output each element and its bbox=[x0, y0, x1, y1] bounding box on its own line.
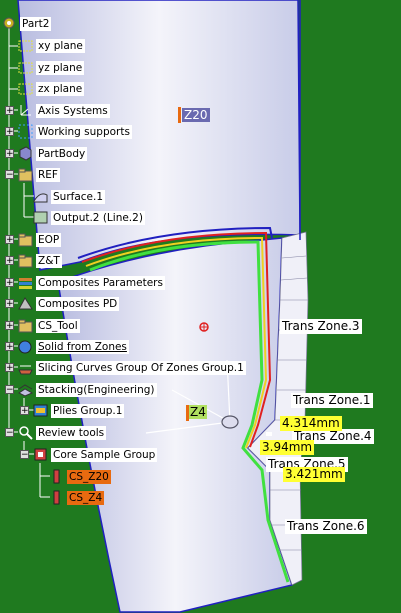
tree-item-slicing-curves-group[interactable]: Slicing Curves Group Of Zones Group.1 bbox=[18, 359, 246, 376]
tree-label: zx plane bbox=[36, 81, 85, 96]
trans-zone-6-label[interactable]: Trans Zone.6 bbox=[285, 519, 367, 534]
slicing-icon bbox=[18, 360, 33, 375]
tree-label: EOP bbox=[36, 232, 62, 247]
geometric-set-icon bbox=[18, 318, 33, 333]
tree-label: Axis Systems bbox=[36, 103, 110, 118]
core-sample-marker-z20 bbox=[178, 107, 181, 123]
tree-label: Solid from Zones bbox=[36, 339, 129, 354]
plane-icon bbox=[18, 81, 33, 96]
tree-label: Core Sample Group bbox=[51, 447, 158, 462]
tree-item-plies-group-1[interactable]: Plies Group.1 bbox=[33, 402, 125, 419]
composites-pd-icon bbox=[18, 296, 33, 311]
tree-item-output-2[interactable]: Output.2 (Line.2) bbox=[33, 209, 145, 226]
tree-label: Review tools bbox=[36, 425, 107, 440]
tree-label: Output.2 (Line.2) bbox=[51, 210, 145, 225]
core-sample-icon bbox=[49, 490, 64, 505]
part-body-icon bbox=[18, 146, 33, 161]
tree-label: CS_Z4 bbox=[67, 490, 105, 505]
tree-item-working-supports[interactable]: Working supports bbox=[18, 123, 132, 140]
trans-zone-3-label[interactable]: Trans Zone.3 bbox=[280, 319, 362, 334]
tree-root-part2[interactable]: Part2 bbox=[2, 15, 52, 32]
plane-icon bbox=[18, 38, 33, 53]
tree-item-cs-tool[interactable]: CS_Tool bbox=[18, 317, 80, 334]
tree-item-composites-parameters[interactable]: Composites Parameters bbox=[18, 274, 165, 291]
ply-boundary-green bbox=[89, 240, 290, 583]
tree-item-core-sample-group[interactable]: Core Sample Group bbox=[33, 446, 158, 463]
core-sample-group-icon bbox=[33, 447, 48, 462]
plane-icon bbox=[18, 60, 33, 75]
tree-item-xy-plane[interactable]: xy plane bbox=[18, 37, 85, 54]
grid-support-icon bbox=[18, 124, 33, 139]
tree-label: Stacking(Engineering) bbox=[36, 382, 157, 397]
ply-boundary-yellow bbox=[85, 236, 268, 449]
tree-item-stacking-engineering[interactable]: Stacking(Engineering) bbox=[18, 381, 157, 398]
part-icon bbox=[2, 16, 17, 31]
tree-item-cs-z20[interactable]: CS_Z20 bbox=[49, 468, 111, 485]
tree-label: Z&T bbox=[36, 253, 62, 268]
tree-label: CS_Z20 bbox=[67, 469, 111, 484]
stacking-icon bbox=[18, 382, 34, 397]
tree-label: Surface.1 bbox=[51, 189, 106, 204]
geometric-set-icon bbox=[18, 232, 33, 247]
tree-item-axis-systems[interactable]: Axis Systems bbox=[18, 102, 110, 119]
tree-label: Composites PD bbox=[36, 296, 120, 311]
trans-zone-1-label[interactable]: Trans Zone.1 bbox=[291, 393, 373, 408]
tree-item-cs-z4[interactable]: CS_Z4 bbox=[49, 489, 105, 506]
core-sample-marker-z4 bbox=[186, 405, 189, 421]
composites-params-icon bbox=[18, 275, 33, 290]
tree-item-composites-pd[interactable]: Composites PD bbox=[18, 295, 120, 312]
tree-label: CS_Tool bbox=[36, 318, 80, 333]
tree-label: Working supports bbox=[36, 124, 132, 139]
tree-label: Plies Group.1 bbox=[51, 403, 125, 418]
review-tools-icon bbox=[18, 425, 33, 440]
thickness-dimension-3[interactable]: 3.421mm bbox=[283, 467, 345, 482]
tree-label: Composites Parameters bbox=[36, 275, 165, 290]
geometric-set-icon bbox=[18, 167, 33, 182]
solid-icon bbox=[18, 339, 33, 354]
zone-tag-z4: Z4 bbox=[189, 405, 207, 419]
tree-item-partbody[interactable]: PartBody bbox=[18, 145, 88, 162]
tree-item-review-tools[interactable]: Review tools bbox=[18, 424, 107, 441]
tree-label: Slicing Curves Group Of Zones Group.1 bbox=[36, 360, 246, 375]
geometric-set-icon bbox=[18, 253, 33, 268]
thickness-dimension-2[interactable]: 3.94mm bbox=[260, 440, 315, 455]
tree-item-z-and-t[interactable]: Z&T bbox=[18, 252, 62, 269]
core-sample-icon bbox=[49, 469, 64, 484]
tree-item-zx-plane[interactable]: zx plane bbox=[18, 80, 85, 97]
tree-label: xy plane bbox=[36, 38, 85, 53]
plies-group-icon bbox=[33, 403, 48, 418]
ply-boundary-red bbox=[81, 231, 272, 448]
tree-label: yz plane bbox=[36, 60, 85, 75]
tree-item-yz-plane[interactable]: yz plane bbox=[18, 59, 85, 76]
thickness-dimension-1[interactable]: 4.314mm bbox=[280, 416, 342, 431]
axis-system-icon bbox=[18, 103, 33, 118]
tree-item-ref[interactable]: REF bbox=[18, 166, 60, 183]
tree-item-solid-from-zones[interactable]: Solid from Zones bbox=[18, 338, 129, 355]
tree-item-surface-1[interactable]: Surface.1 bbox=[33, 188, 106, 205]
tree-item-eop[interactable]: EOP bbox=[18, 231, 62, 248]
tree-label: Part2 bbox=[20, 16, 52, 31]
ply-boundary-blue bbox=[77, 226, 273, 259]
surface-icon bbox=[33, 210, 48, 225]
surface-icon bbox=[33, 189, 48, 204]
tree-label: REF bbox=[36, 167, 60, 182]
tree-label: PartBody bbox=[36, 146, 88, 161]
zone-tag-z20: Z20 bbox=[182, 108, 210, 122]
